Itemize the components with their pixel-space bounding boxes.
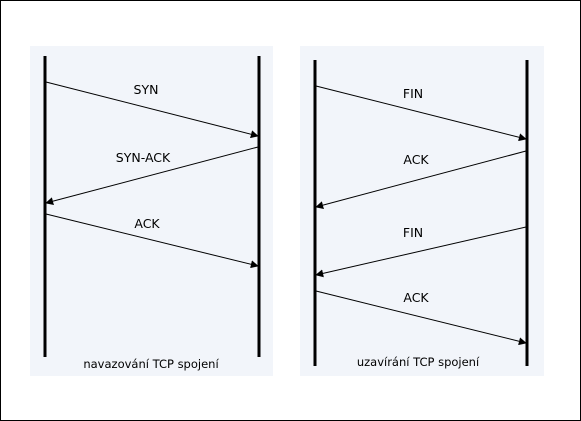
right-message-label-3: FIN bbox=[403, 225, 423, 240]
right-message-arrow-2 bbox=[315, 150, 527, 210]
right-message-label-1: FIN bbox=[403, 86, 423, 101]
right-message-arrow-3 bbox=[315, 226, 527, 278]
right-caption: uzavírání TCP spojení bbox=[357, 355, 480, 369]
teardown-panel bbox=[300, 46, 544, 376]
left-message-label-3: ACK bbox=[134, 216, 160, 231]
right-message-arrow-4 bbox=[315, 290, 527, 346]
left-message-arrow-3 bbox=[45, 213, 259, 269]
handshake-panel bbox=[30, 46, 273, 376]
left-message-arrow-2 bbox=[45, 146, 259, 206]
left-message-label-1: SYN bbox=[134, 82, 159, 97]
left-message-label-2: SYN-ACK bbox=[116, 150, 171, 165]
right-message-arrow-1 bbox=[315, 85, 527, 142]
left-caption: navazování TCP spojení bbox=[83, 357, 219, 371]
right-message-label-4: ACK bbox=[403, 290, 429, 305]
right-message-label-2: ACK bbox=[403, 152, 429, 167]
left-message-arrow-1 bbox=[45, 81, 259, 139]
